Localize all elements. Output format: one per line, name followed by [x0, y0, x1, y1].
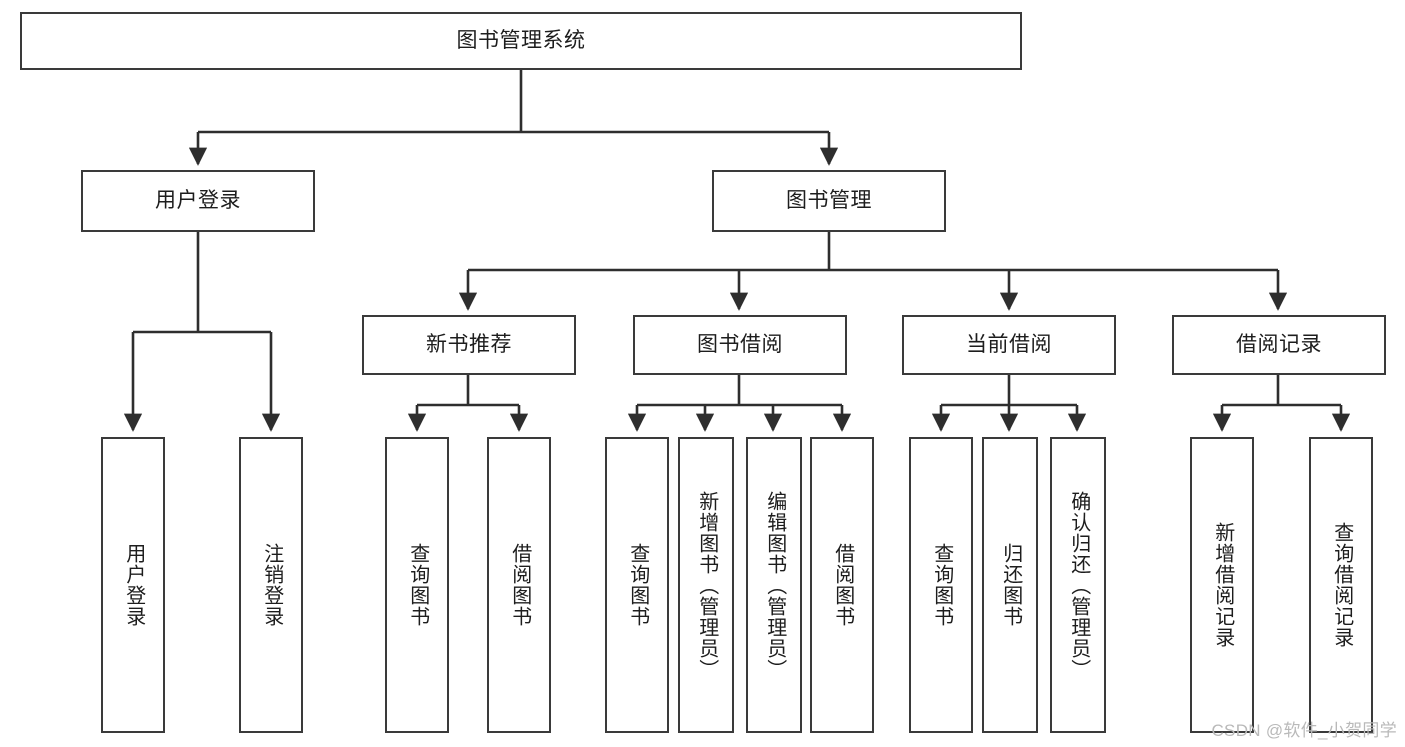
node-borrow-record[interactable]: 借阅记录 — [1172, 315, 1386, 375]
leaf-edit-book-admin[interactable]: 编辑图书（管理员） — [746, 437, 802, 733]
leaf-borrow-query-book-label: 查询图书 — [626, 543, 649, 627]
leaf-logout-label: 注销登录 — [260, 543, 283, 627]
leaf-current-query-book[interactable]: 查询图书 — [909, 437, 973, 733]
node-new-book-recommend-label: 新书推荐 — [426, 332, 512, 356]
leaf-new-book-borrow[interactable]: 借阅图书 — [487, 437, 551, 733]
leaf-return-book[interactable]: 归还图书 — [982, 437, 1038, 733]
node-current-borrow-label: 当前借阅 — [966, 332, 1052, 356]
leaf-edit-book-admin-label: 编辑图书（管理员） — [763, 490, 786, 680]
leaf-return-book-label: 归还图书 — [999, 543, 1022, 627]
leaf-user-login[interactable]: 用户登录 — [101, 437, 165, 733]
leaf-add-borrow-record-label: 新增借阅记录 — [1211, 522, 1234, 648]
node-book-manage[interactable]: 图书管理 — [712, 170, 946, 232]
leaf-query-borrow-record[interactable]: 查询借阅记录 — [1309, 437, 1373, 733]
node-borrow-record-label: 借阅记录 — [1236, 332, 1322, 356]
leaf-borrow-book-label: 借阅图书 — [831, 543, 854, 627]
leaf-user-login-label: 用户登录 — [122, 543, 145, 627]
leaf-confirm-return-admin-label: 确认归还（管理员） — [1067, 490, 1090, 680]
leaf-logout[interactable]: 注销登录 — [239, 437, 303, 733]
leaf-new-book-query[interactable]: 查询图书 — [385, 437, 449, 733]
node-book-borrow-label: 图书借阅 — [697, 332, 783, 356]
leaf-borrow-query-book[interactable]: 查询图书 — [605, 437, 669, 733]
leaf-confirm-return-admin[interactable]: 确认归还（管理员） — [1050, 437, 1106, 733]
node-root-label: 图书管理系统 — [456, 28, 586, 52]
leaf-current-query-book-label: 查询图书 — [930, 543, 953, 627]
node-new-book-recommend[interactable]: 新书推荐 — [362, 315, 576, 375]
node-user-login-label: 用户登录 — [155, 188, 241, 212]
node-current-borrow[interactable]: 当前借阅 — [902, 315, 1116, 375]
leaf-new-book-query-label: 查询图书 — [406, 543, 429, 627]
leaf-new-book-borrow-label: 借阅图书 — [508, 543, 531, 627]
leaf-borrow-book[interactable]: 借阅图书 — [810, 437, 874, 733]
leaf-add-book-admin[interactable]: 新增图书（管理员） — [678, 437, 734, 733]
leaf-query-borrow-record-label: 查询借阅记录 — [1330, 522, 1353, 648]
node-user-login[interactable]: 用户登录 — [81, 170, 315, 232]
node-book-borrow[interactable]: 图书借阅 — [633, 315, 847, 375]
csdn-watermark: CSDN @软件_小贺同学 — [1211, 721, 1397, 740]
node-book-manage-label: 图书管理 — [786, 188, 872, 212]
leaf-add-book-admin-label: 新增图书（管理员） — [695, 490, 718, 680]
leaf-add-borrow-record[interactable]: 新增借阅记录 — [1190, 437, 1254, 733]
node-root[interactable]: 图书管理系统 — [20, 12, 1022, 70]
